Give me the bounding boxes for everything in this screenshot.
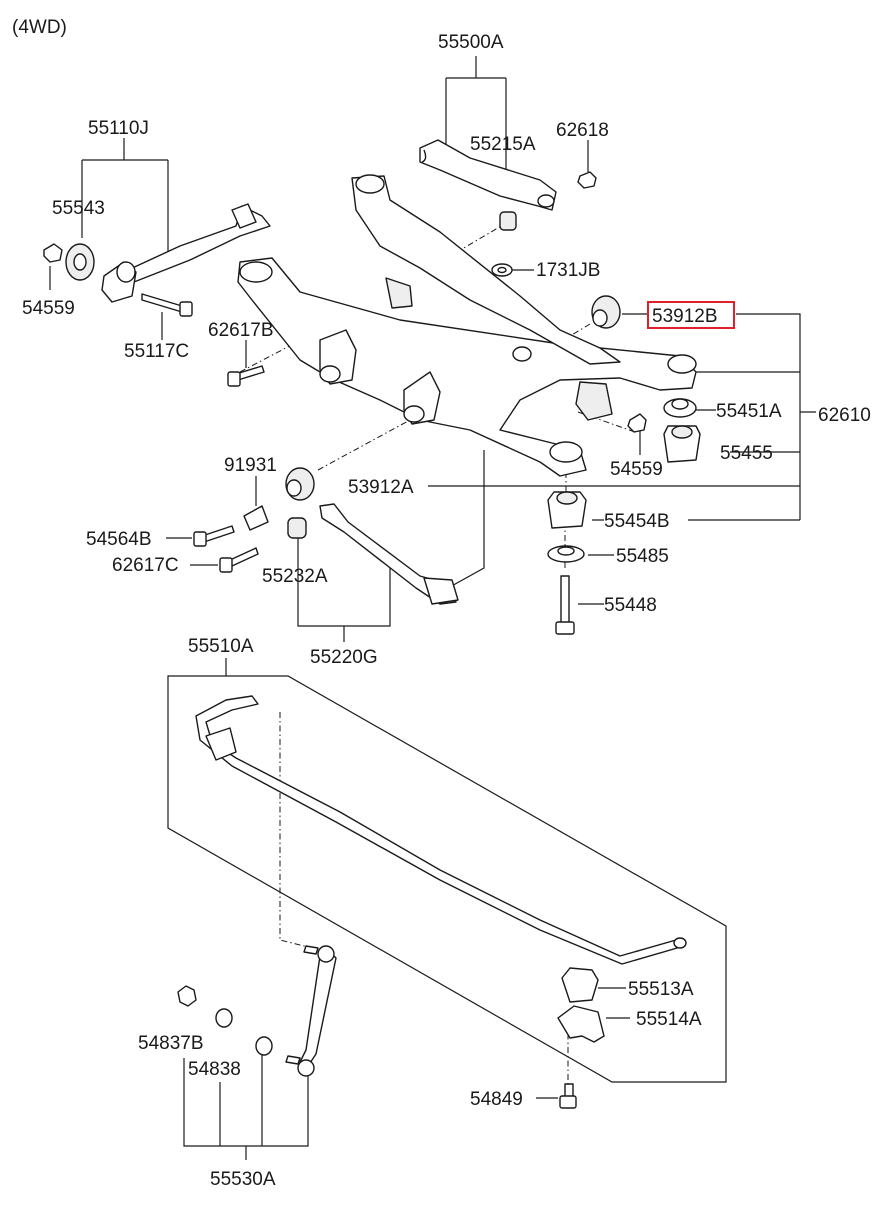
bolt-55117C[interactable] — [141, 293, 193, 317]
callout-54559-left[interactable]: 54559 — [22, 298, 75, 319]
ring-54838-b[interactable] — [255, 1036, 273, 1056]
callout-54838[interactable]: 54838 — [188, 1059, 241, 1080]
callout-62617B[interactable]: 62617B — [208, 320, 274, 341]
callout-55513A[interactable]: 55513A — [628, 979, 694, 1000]
nut-62618[interactable] — [577, 171, 597, 189]
upper-arm-assembly[interactable] — [419, 139, 557, 211]
nut-54837B[interactable] — [177, 985, 197, 1007]
callout-55448[interactable]: 55448 — [604, 595, 657, 616]
bracket-55514A[interactable] — [557, 1005, 605, 1043]
bracket-91931[interactable] — [243, 505, 269, 531]
bushing-55543[interactable] — [65, 243, 95, 281]
callout-55510A[interactable]: 55510A — [188, 636, 254, 657]
bushing-55513A[interactable] — [561, 967, 599, 1003]
callout-62617C[interactable]: 62617C — [112, 555, 179, 576]
bolt-54564B[interactable] — [193, 525, 235, 547]
ring-54838[interactable] — [215, 1008, 233, 1028]
stabilizer-link[interactable] — [285, 945, 337, 1077]
nut-54559-right[interactable] — [627, 413, 647, 433]
bushing-sleeve[interactable] — [101, 261, 137, 303]
callout-55220G[interactable]: 55220G — [310, 647, 378, 668]
highlight-box-53912B — [647, 301, 735, 329]
mount-55455[interactable] — [663, 425, 701, 463]
callout-1731JB[interactable]: 1731JB — [536, 260, 600, 281]
callout-53912A[interactable]: 53912A — [348, 477, 414, 498]
callout-53912B[interactable]: 53912B — [652, 306, 718, 327]
callout-55530A[interactable]: 55530A — [210, 1169, 276, 1190]
callout-91931[interactable]: 91931 — [224, 455, 277, 476]
bushing-53912A[interactable] — [285, 467, 315, 501]
bushing-53912B[interactable] — [591, 295, 621, 329]
nut-54559-left[interactable] — [43, 243, 63, 263]
callout-55215A[interactable]: 55215A — [470, 134, 536, 155]
callout-62610[interactable]: 62610 — [818, 405, 871, 426]
bolt-62617C[interactable] — [219, 547, 259, 573]
callout-55451A[interactable]: 55451A — [716, 401, 782, 422]
callout-labels: 55500A 55215A 62618 55110J 55543 54559 5… — [22, 32, 871, 1190]
bushing-55232A[interactable] — [287, 517, 307, 539]
callout-55514A[interactable]: 55514A — [636, 1009, 702, 1030]
callout-55455[interactable]: 55455 — [720, 443, 773, 464]
variant-label: (4WD) — [12, 17, 67, 38]
bolt-62617B[interactable] — [227, 365, 265, 387]
stabilizer-bar[interactable] — [195, 695, 687, 965]
callout-55232A[interactable]: 55232A — [262, 566, 328, 587]
callout-54849[interactable]: 54849 — [470, 1089, 523, 1110]
bolt-55448[interactable] — [555, 575, 575, 635]
callout-55110J[interactable]: 55110J — [88, 118, 149, 139]
washer-1731JB[interactable] — [491, 263, 513, 277]
callout-55500A[interactable]: 55500A — [438, 32, 504, 53]
trailing-arm[interactable] — [127, 203, 271, 283]
callout-54559-right[interactable]: 54559 — [610, 459, 663, 480]
leader-lines — [49, 56, 816, 1160]
callout-55454B[interactable]: 55454B — [604, 511, 670, 532]
callout-54837B[interactable]: 54837B — [138, 1033, 204, 1054]
upper-arm-bushing[interactable] — [499, 211, 517, 231]
washer-55485[interactable] — [547, 545, 585, 563]
mount-55454B[interactable] — [547, 491, 587, 529]
link-55220G[interactable] — [319, 503, 459, 605]
rear-crossmember[interactable] — [237, 174, 697, 477]
callout-55117C[interactable]: 55117C — [124, 341, 189, 362]
callout-55543[interactable]: 55543 — [52, 198, 105, 219]
callout-62618[interactable]: 62618 — [556, 120, 609, 141]
bolt-54849[interactable] — [559, 1083, 577, 1109]
callout-55485[interactable]: 55485 — [616, 546, 669, 567]
mount-55451A[interactable] — [663, 398, 697, 418]
callout-54564B[interactable]: 54564B — [86, 529, 152, 550]
